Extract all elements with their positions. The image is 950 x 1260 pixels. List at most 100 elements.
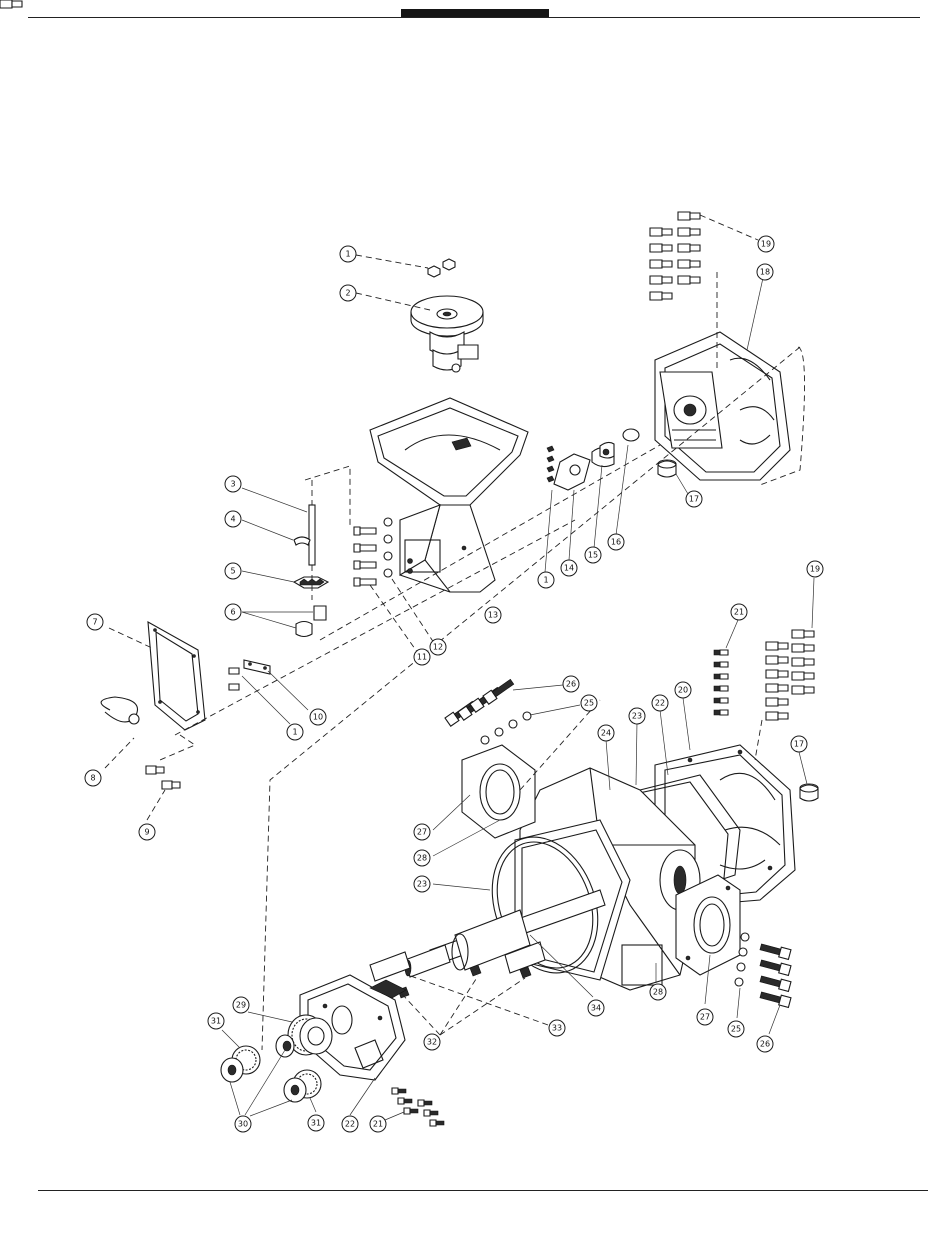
callout-item-21: 21 bbox=[370, 1116, 386, 1132]
callout-item-2: 2 bbox=[340, 285, 356, 301]
part-9-screws bbox=[146, 735, 195, 820]
svg-text:31: 31 bbox=[211, 1017, 221, 1026]
callout-item-29: 29 bbox=[233, 997, 249, 1013]
svg-text:27: 27 bbox=[417, 828, 427, 837]
part-19-bolts-lower bbox=[755, 578, 814, 760]
callout-item-8: 8 bbox=[85, 770, 101, 786]
svg-text:11: 11 bbox=[417, 653, 427, 662]
svg-text:15: 15 bbox=[588, 551, 598, 560]
svg-text:26: 26 bbox=[760, 1040, 770, 1049]
callout-item-14: 14 bbox=[561, 560, 577, 576]
svg-text:4: 4 bbox=[230, 515, 235, 524]
svg-text:1: 1 bbox=[292, 728, 297, 737]
callout-item-18: 18 bbox=[757, 264, 773, 280]
svg-text:28: 28 bbox=[653, 988, 663, 997]
callout-item-17: 17 bbox=[791, 736, 807, 752]
part-3-to-6-shaft-stack bbox=[242, 466, 350, 637]
callout-item-23: 23 bbox=[629, 708, 645, 724]
svg-text:14: 14 bbox=[564, 564, 574, 573]
svg-text:1: 1 bbox=[345, 250, 350, 259]
svg-text:21: 21 bbox=[373, 1120, 383, 1129]
callout-item-4: 4 bbox=[225, 511, 241, 527]
callout-item-24: 24 bbox=[598, 725, 614, 741]
svg-text:23: 23 bbox=[632, 712, 642, 721]
callout-item-1: 1 bbox=[287, 724, 303, 740]
callout-item-28: 28 bbox=[414, 850, 430, 866]
svg-text:2: 2 bbox=[345, 289, 350, 298]
svg-text:5: 5 bbox=[230, 567, 235, 576]
callout-item-34: 34 bbox=[588, 1000, 604, 1016]
svg-text:23: 23 bbox=[417, 880, 427, 889]
svg-text:29: 29 bbox=[236, 1001, 246, 1010]
callout-item-26: 26 bbox=[757, 1036, 773, 1052]
part-25-26-bolts-upper bbox=[445, 678, 580, 744]
callout-item-28: 28 bbox=[650, 984, 666, 1000]
svg-text:17: 17 bbox=[689, 495, 699, 504]
svg-text:25: 25 bbox=[731, 1025, 741, 1034]
callout-item-12: 12 bbox=[430, 639, 446, 655]
svg-text:1: 1 bbox=[543, 576, 548, 585]
part-10-plate bbox=[229, 660, 308, 724]
svg-text:30: 30 bbox=[238, 1120, 248, 1129]
svg-text:3: 3 bbox=[230, 480, 235, 489]
callout-item-31: 31 bbox=[308, 1115, 324, 1131]
svg-text:24: 24 bbox=[601, 729, 611, 738]
svg-text:18: 18 bbox=[760, 268, 770, 277]
svg-text:13: 13 bbox=[488, 611, 498, 620]
callout-item-27: 27 bbox=[697, 1009, 713, 1025]
callout-item-7: 7 bbox=[87, 614, 103, 630]
svg-text:8: 8 bbox=[90, 774, 95, 783]
part-19-bolts-upper bbox=[0, 0, 763, 350]
part-8-cap-with-cord bbox=[101, 697, 139, 768]
svg-text:6: 6 bbox=[230, 608, 235, 617]
callout-item-11: 11 bbox=[414, 649, 430, 665]
callout-item-19: 19 bbox=[758, 236, 774, 252]
svg-text:32: 32 bbox=[427, 1038, 437, 1047]
svg-text:7: 7 bbox=[92, 618, 97, 627]
svg-text:25: 25 bbox=[584, 699, 594, 708]
callout-item-22: 22 bbox=[342, 1116, 358, 1132]
part-21-small-bolts-lower bbox=[350, 1078, 444, 1126]
svg-text:21: 21 bbox=[734, 608, 744, 617]
callout-item-25: 25 bbox=[581, 695, 597, 711]
callout-item-1: 1 bbox=[538, 572, 554, 588]
callout-item-19: 19 bbox=[807, 561, 823, 577]
part-13-main-housing bbox=[370, 398, 528, 592]
svg-text:9: 9 bbox=[144, 828, 149, 837]
callout-item-23: 23 bbox=[414, 876, 430, 892]
part-7-gasket bbox=[109, 622, 205, 730]
svg-text:34: 34 bbox=[591, 1004, 601, 1013]
svg-text:27: 27 bbox=[700, 1013, 710, 1022]
part-1-top-screws bbox=[356, 255, 455, 277]
callout-item-1: 1 bbox=[340, 246, 356, 262]
callout-item-17: 17 bbox=[686, 491, 702, 507]
callout-item-32: 32 bbox=[424, 1034, 440, 1050]
callout-item-33: 33 bbox=[549, 1020, 565, 1036]
part-18-rear-cover bbox=[655, 272, 805, 485]
part-2-top-cap bbox=[356, 293, 483, 372]
callout-item-15: 15 bbox=[585, 547, 601, 563]
callout-item-10: 10 bbox=[310, 709, 326, 725]
svg-text:12: 12 bbox=[433, 643, 443, 652]
svg-text:10: 10 bbox=[313, 713, 323, 722]
svg-text:19: 19 bbox=[810, 565, 820, 574]
svg-text:31: 31 bbox=[311, 1119, 321, 1128]
svg-text:22: 22 bbox=[655, 699, 665, 708]
callout-item-6: 6 bbox=[225, 604, 241, 620]
svg-text:19: 19 bbox=[761, 240, 771, 249]
svg-text:28: 28 bbox=[417, 854, 427, 863]
svg-text:16: 16 bbox=[611, 538, 621, 547]
svg-text:22: 22 bbox=[345, 1120, 355, 1129]
callout-item-20: 20 bbox=[675, 682, 691, 698]
callout-item-30: 30 bbox=[235, 1116, 251, 1132]
gears-29-30-31 bbox=[221, 1012, 332, 1116]
callout-item-16: 16 bbox=[608, 534, 624, 550]
svg-text:26: 26 bbox=[566, 680, 576, 689]
callout-item-5: 5 bbox=[225, 563, 241, 579]
part-17-plug-lower bbox=[799, 752, 818, 801]
callout-item-31: 31 bbox=[208, 1013, 224, 1029]
svg-text:20: 20 bbox=[678, 686, 688, 695]
callout-item-3: 3 bbox=[225, 476, 241, 492]
